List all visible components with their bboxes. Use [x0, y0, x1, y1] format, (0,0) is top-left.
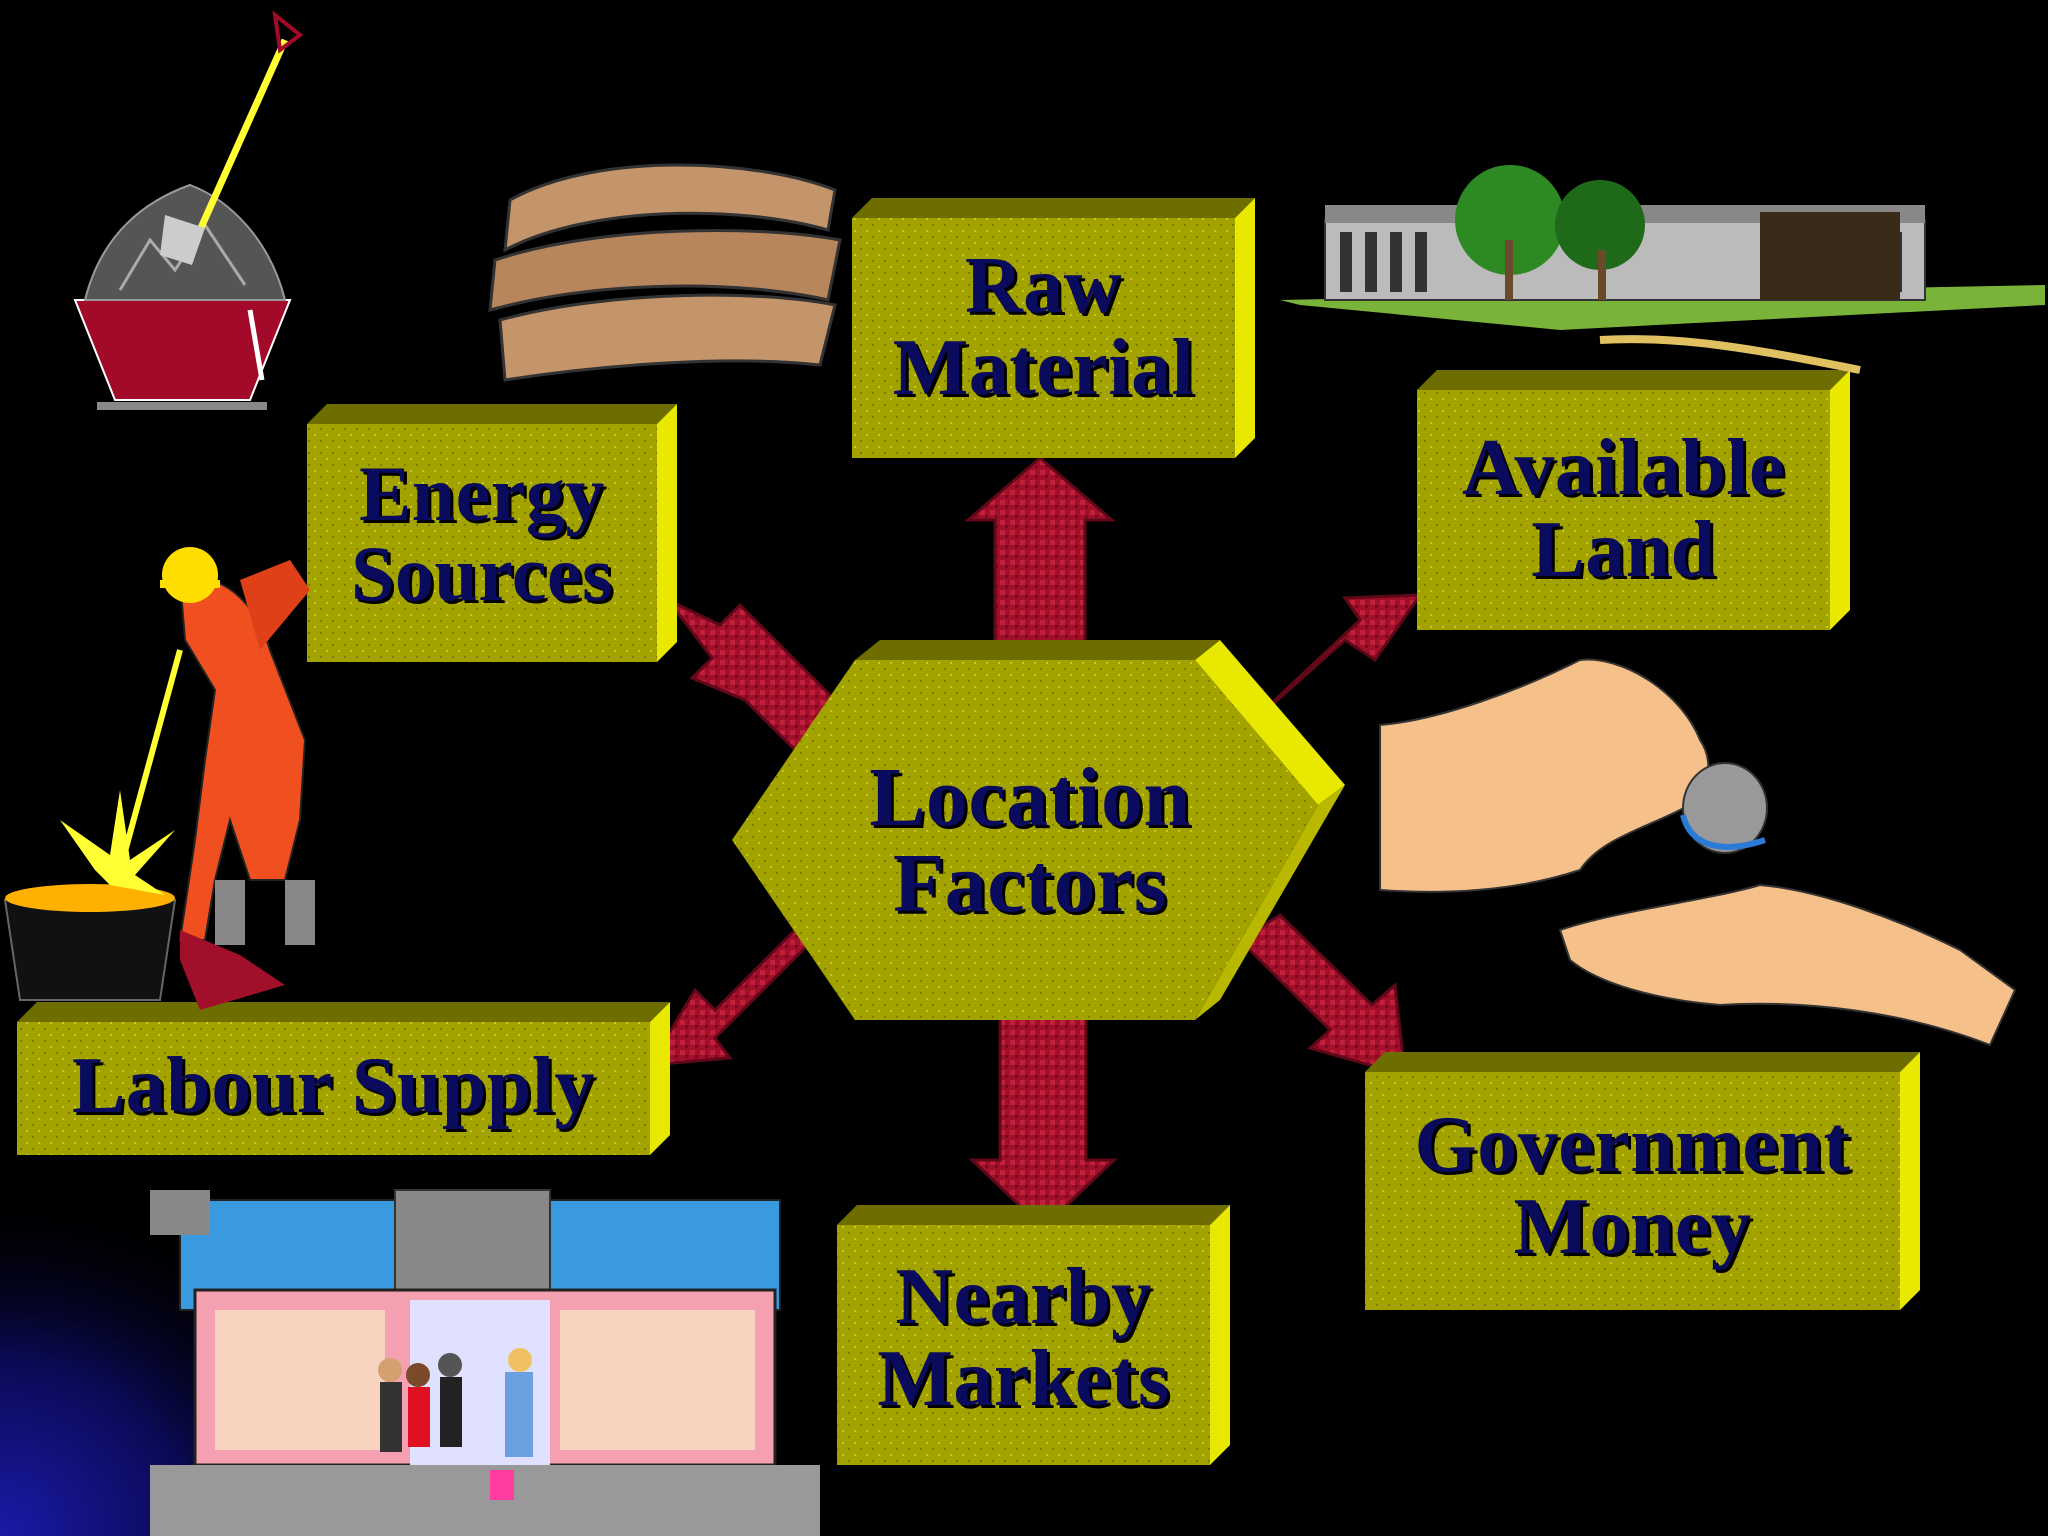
- available-land-line1: Available: [1461, 424, 1785, 512]
- box-available-land: [1417, 370, 1850, 630]
- building-icon: [1280, 165, 2045, 374]
- factor-energy-sources: Energy Sources: [307, 424, 657, 662]
- factor-government-money: Government Money: [1365, 1072, 1900, 1310]
- arrow-up-left: [666, 598, 837, 763]
- government-money-line2: Money: [1513, 1182, 1752, 1271]
- energy-sources-line1: Energy: [359, 450, 605, 537]
- labour-supply-line1: Labour Supply: [71, 1042, 596, 1130]
- factor-nearby-markets: Nearby Markets: [837, 1225, 1210, 1465]
- box-government-money: [1365, 1052, 1920, 1310]
- factor-raw-material: Raw Material: [852, 218, 1235, 458]
- storefront-icon: [150, 1189, 820, 1536]
- energy-sources-line2: Sources: [350, 529, 614, 617]
- box-nearby-markets: [837, 1205, 1230, 1465]
- center-line2: Factors: [892, 836, 1168, 930]
- raw-material-line2: Material: [892, 323, 1195, 412]
- available-land-line2: Land: [1531, 505, 1716, 594]
- factor-available-land: Available Land: [1417, 390, 1830, 630]
- steelworker-icon: [3, 547, 315, 1010]
- mining-bucket-icon: [73, 10, 304, 410]
- sacks-icon: [488, 163, 842, 382]
- coin-hands-icon: [1379, 658, 2017, 1047]
- arrow-down: [968, 1016, 1118, 1231]
- center-line1: Location: [869, 751, 1191, 844]
- box-labour-supply: [17, 1002, 670, 1155]
- factor-labour-supply: Labour Supply: [17, 1022, 650, 1155]
- box-raw-material: [852, 198, 1255, 458]
- box-energy-sources: [307, 404, 677, 662]
- center-hexagon: [732, 640, 1345, 1020]
- nearby-markets-line1: Nearby: [895, 1253, 1152, 1341]
- nearby-markets-line2: Markets: [877, 1334, 1170, 1423]
- raw-material-line1: Raw: [964, 242, 1123, 330]
- government-money-line1: Government: [1414, 1101, 1851, 1189]
- arrow-down-right: [1237, 913, 1407, 1078]
- arrow-up: [963, 456, 1117, 650]
- center-label: Location Factors: [770, 660, 1290, 1020]
